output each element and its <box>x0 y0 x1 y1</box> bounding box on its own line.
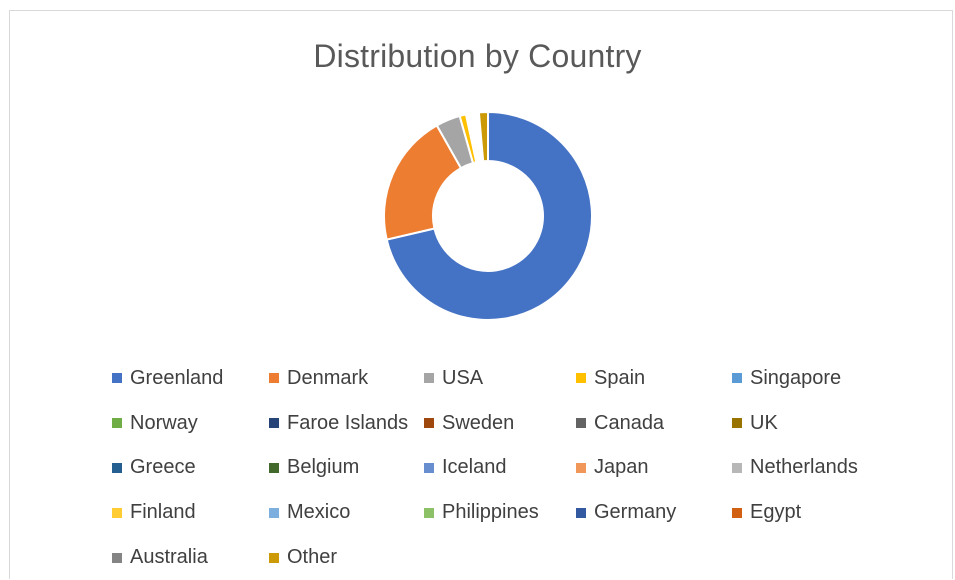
legend-item: Other <box>269 535 424 580</box>
legend-swatch <box>576 462 586 473</box>
legend-swatch <box>112 552 122 563</box>
legend-swatch <box>269 373 279 384</box>
legend-item: Finland <box>112 490 269 535</box>
legend-item: Singapore <box>732 356 892 401</box>
legend-label: Greece <box>130 456 196 479</box>
legend-label: Norway <box>130 411 198 434</box>
legend-label: Netherlands <box>750 456 858 479</box>
chart-title: Distribution by Country <box>313 38 642 74</box>
legend-item: Sweden <box>424 401 576 446</box>
legend-item: Faroe Islands <box>269 401 424 446</box>
legend-swatch <box>732 373 742 384</box>
donut-slice-other <box>477 110 489 163</box>
legend-item: USA <box>424 356 576 401</box>
legend-label: Spain <box>594 366 646 389</box>
legend-swatch <box>269 507 279 518</box>
legend-item: Greenland <box>112 356 269 401</box>
legend-item: Denmark <box>269 356 424 401</box>
legend-swatch <box>424 373 434 384</box>
legend-label: Iceland <box>442 456 507 479</box>
legend-label: Denmark <box>287 366 369 389</box>
legend-item: Mexico <box>269 490 424 535</box>
legend-swatch <box>576 418 586 429</box>
legend-label: Singapore <box>750 366 842 389</box>
legend-label: UK <box>750 411 778 434</box>
legend-swatch <box>269 552 279 563</box>
legend-item: Belgium <box>269 446 424 491</box>
donut-slice-greenland <box>385 110 593 321</box>
legend-swatch <box>424 418 434 429</box>
legend-item: Spain <box>576 356 732 401</box>
legend-swatch <box>732 507 742 518</box>
legend-item: Iceland <box>424 446 576 491</box>
legend-item: Germany <box>576 490 732 535</box>
legend-swatch <box>424 462 434 473</box>
legend-label: Germany <box>594 501 677 524</box>
legend-swatch <box>424 507 434 518</box>
legend-item: Egypt <box>732 490 892 535</box>
legend-label: Japan <box>594 456 649 479</box>
legend-label: Philippines <box>442 501 539 524</box>
legend-label: Greenland <box>130 366 224 389</box>
legend-swatch <box>576 507 586 518</box>
legend-item: Australia <box>112 535 269 580</box>
legend-item: Philippines <box>424 490 576 535</box>
legend-item: Netherlands <box>732 446 892 491</box>
legend-swatch <box>112 373 122 384</box>
legend-label: Egypt <box>750 501 802 524</box>
legend-label: USA <box>442 366 484 389</box>
legend-swatch <box>112 507 122 518</box>
legend-label: Canada <box>594 411 665 434</box>
legend-swatch <box>732 418 742 429</box>
legend-swatch <box>112 418 122 429</box>
legend-label: Mexico <box>287 501 351 524</box>
legend-swatch <box>112 462 122 473</box>
legend-label: Finland <box>130 501 196 524</box>
legend-swatch <box>576 373 586 384</box>
legend-label: Faroe Islands <box>287 411 409 434</box>
legend-item: UK <box>732 401 892 446</box>
legend-label: Other <box>287 546 338 569</box>
legend-label: Australia <box>130 546 208 569</box>
legend-item: Greece <box>112 446 269 491</box>
legend-item: Japan <box>576 446 732 491</box>
legend-item: Norway <box>112 401 269 446</box>
legend-item: Canada <box>576 401 732 446</box>
legend-label: Belgium <box>287 456 360 479</box>
legend-swatch <box>732 462 742 473</box>
legend-swatch <box>269 418 279 429</box>
legend-label: Sweden <box>442 411 515 434</box>
legend-swatch <box>269 462 279 473</box>
